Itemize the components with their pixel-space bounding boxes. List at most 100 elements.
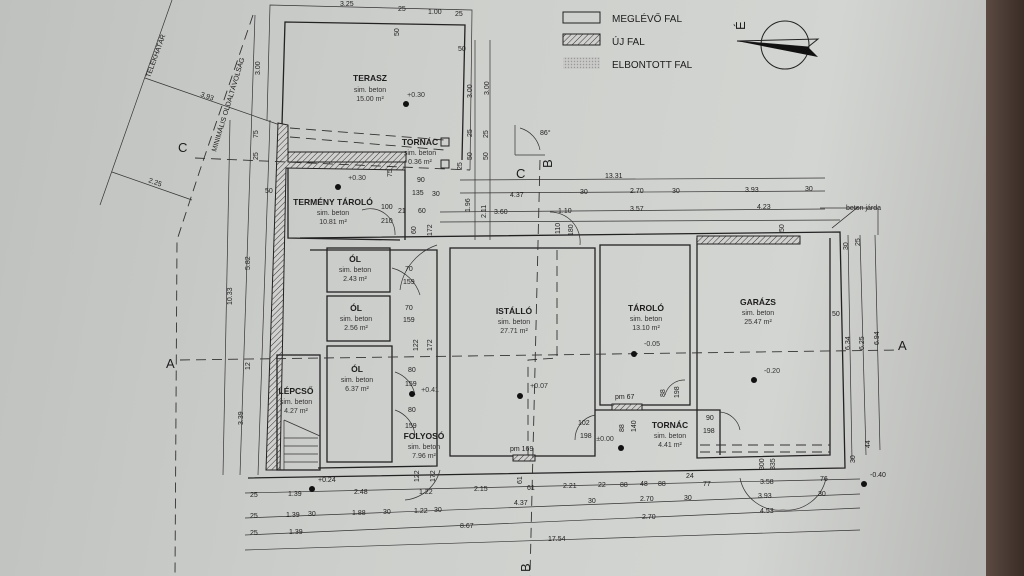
dimension-label: 60 [418,208,426,215]
garage-room [696,238,831,459]
section-a-label-east: A [898,338,907,353]
dimension-label: 50 [483,152,490,160]
dimension-label: 80 [408,407,416,414]
dimension-label: 5.82 [245,256,252,270]
room-level: -0.05 [644,341,660,348]
section-line-c [194,157,471,171]
room-name: TÁROLÓ [628,302,664,313]
level-outside-east: -0.40 [870,472,886,479]
dimension-label: 172 [427,339,434,351]
room-floor: sim. beton [354,87,386,94]
photo-background-edge [986,0,1024,576]
dimension-label: 77 [703,481,711,488]
storage-room [599,244,691,406]
dimension-label: 8.67 [460,523,474,530]
dimension-label: 25 [483,130,490,138]
dimension-label: 30 [805,186,813,193]
room-tornac-south: TORNÁC sim. beton 4.41 m² ±0.00 [596,420,688,449]
dimension-label: 2.70 [630,188,644,195]
ol-room-1 [326,247,391,293]
room-tarolo: TÁROLÓ sim. beton 13.10 m² -0.05 [628,302,664,348]
room-lepcso: LÉPCSŐ sim. beton 4.27 m² [279,385,314,415]
room-area: 6.37 m² [345,386,369,393]
room-floor: sim. beton [317,210,349,217]
dimension-label: 90 [706,415,714,422]
room-level: ±0.00 [596,436,614,443]
room-name: LÉPCSŐ [279,385,314,396]
dimension-label: 1.88 [352,510,366,517]
dimension-label: 1.00 [428,9,442,16]
room-terasz: TERASZ sim. beton 15.00 m² +0.30 [353,73,425,103]
dimension-label: 50 [458,46,466,53]
section-line-b [529,159,541,576]
dimension-label: 1.39 [286,512,300,519]
dimension-label: pm 67 [615,394,635,401]
dimension-label: 140 [631,420,638,432]
dimension-label: 300 [759,458,766,470]
dimension-label: 3.93 [199,91,214,102]
north-arrow-icon [736,20,820,70]
room-floor: sim. beton [654,433,686,440]
dimension-label: 159 [403,279,415,286]
dimension-label: 90 [417,177,425,184]
dimension-label: 70 [405,266,413,273]
dimension-label: 159 [405,423,417,430]
room-garazs: GARÁZS sim. beton 25.47 m² -0.20 [740,297,780,375]
room-area: 27.71 m² [500,328,528,335]
room-tornac-north: TORNÁC sim. beton 0.36 m² [402,137,438,166]
room-floor: sim. beton [742,310,774,317]
dimension-label: 50 [394,28,401,36]
dimension-label: 48 [640,481,648,488]
dimension-label: 110 [555,223,562,234]
dimension-label: 6.25 [859,336,866,350]
dimension-label: 22 [598,482,606,489]
room-termeny-tarolo: TERMÉNY TÁROLÓ sim. beton 10.81 m² +0.30 [293,175,373,226]
dimension-label: 3.00 [484,81,491,95]
legend-existing-wall-swatch [562,11,601,24]
dimension-label: 76 [820,476,828,483]
dimension-label: 4.23 [757,204,771,211]
room-name: TERMÉNY TÁROLÓ [293,196,373,207]
min-side-distance-label: MINIMÁLIS OLDALTÁVOLSÁG [209,56,246,152]
concrete-path-leader-arrow [831,206,859,229]
dimension-label: 12 [245,362,252,370]
north-label: É [733,21,748,30]
dimension-label: 159 [405,381,417,388]
room-name: ÓL [349,253,361,264]
dimension-label: 2.21 [563,483,577,490]
dimension-label: 3.60 [494,209,508,216]
section-line-a [179,349,901,361]
legend-new-wall-swatch [562,33,601,46]
dimension-label: 21 [398,208,406,215]
room-ol-2: ÓL sim. beton 2.56 m² [340,302,372,332]
dimension-label: 2.15 [474,486,488,493]
dimension-label: 24 [686,473,694,480]
level-outside-west: +0.24 [318,477,336,484]
dimension-label: 3.57 [630,206,644,213]
room-area: 15.00 m² [356,96,384,103]
dimension-label: 198 [580,433,592,440]
room-name: TERASZ [353,73,387,83]
room-area: 4.27 m² [284,408,308,415]
dimension-label: 88 [620,482,628,489]
dimension-label: 122 [413,339,420,351]
room-name: FOLYOSÓ [404,430,445,441]
dimension-label: 50 [832,311,840,318]
dimension-label: 1.10 [558,208,572,215]
dimension-label: 159 [403,317,415,324]
dimension-label: 122 [414,470,421,482]
dimension-label: 88 [619,424,626,432]
room-floor: sim. beton [341,377,373,384]
dimension-label: 2.25 [147,177,162,188]
room-area: 25.47 m² [744,319,772,326]
dimension-lines [222,14,881,551]
plot-boundary-label: TELEKHATÁR [143,33,167,79]
dimension-label: pm 169 [510,446,533,453]
room-level: +0.07 [530,383,548,390]
dimension-label: 6.34 [845,336,852,350]
dimension-label: 4.37 [514,500,528,507]
dimension-label: 30 [850,455,857,463]
dimension-label: 30 [383,509,391,516]
dimension-label: 6.94 [874,331,881,345]
